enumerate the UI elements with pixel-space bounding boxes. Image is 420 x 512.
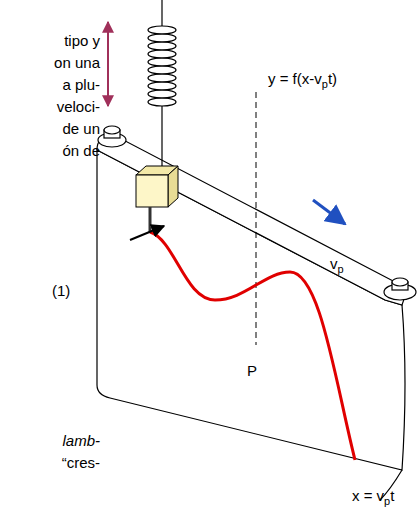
text-label: on una <box>54 54 100 72</box>
subscript: p <box>322 78 328 90</box>
label-text: tipo y <box>64 32 100 49</box>
coil <box>148 34 176 42</box>
wave-trace <box>150 232 355 460</box>
text-label: (1) <box>52 282 70 300</box>
text-label: y = f(x-vpt) <box>268 70 337 91</box>
text-label: vp <box>330 255 344 276</box>
pen <box>149 207 152 232</box>
label-text: veloci- <box>57 98 100 115</box>
text-label: ón de <box>62 142 100 160</box>
label-text: de un <box>62 120 100 137</box>
velocity-arrow <box>313 200 345 224</box>
label-text: P <box>247 362 257 379</box>
text-label: veloci- <box>57 98 100 116</box>
subscript: p <box>384 495 390 507</box>
label-text: ón de <box>62 142 100 159</box>
coil <box>148 42 176 50</box>
label-text: v <box>330 255 338 272</box>
pen-block <box>136 166 178 207</box>
text-label: x = vpt <box>352 487 394 508</box>
label-text: t <box>390 487 394 504</box>
spring <box>148 0 176 166</box>
coil <box>148 98 176 106</box>
pen-arrow <box>130 226 164 240</box>
label-text: “cres- <box>62 454 100 471</box>
text-label: “cres- <box>62 454 100 472</box>
text-label: de un <box>62 120 100 138</box>
coil <box>148 58 176 66</box>
label-text: a plu- <box>62 76 100 93</box>
text-label: lamb- <box>62 432 100 450</box>
text-label: P <box>247 362 257 380</box>
text-label: a plu- <box>62 76 100 94</box>
label-text: x = v <box>352 487 384 504</box>
label-text: y = f(x-v <box>268 70 322 87</box>
label-text: lamb- <box>62 432 100 449</box>
text-label: tipo y <box>64 32 100 50</box>
label-text: t) <box>328 70 337 87</box>
label-text: on una <box>54 54 100 71</box>
subscript: p <box>338 263 344 275</box>
dashed-line <box>256 92 257 345</box>
oscillation-arrow <box>107 22 109 106</box>
coil <box>148 90 176 98</box>
label-text: (1) <box>52 282 70 299</box>
coil <box>148 26 176 34</box>
coil <box>148 50 176 58</box>
coil <box>148 82 176 90</box>
coil <box>148 66 176 74</box>
coil <box>148 74 176 82</box>
